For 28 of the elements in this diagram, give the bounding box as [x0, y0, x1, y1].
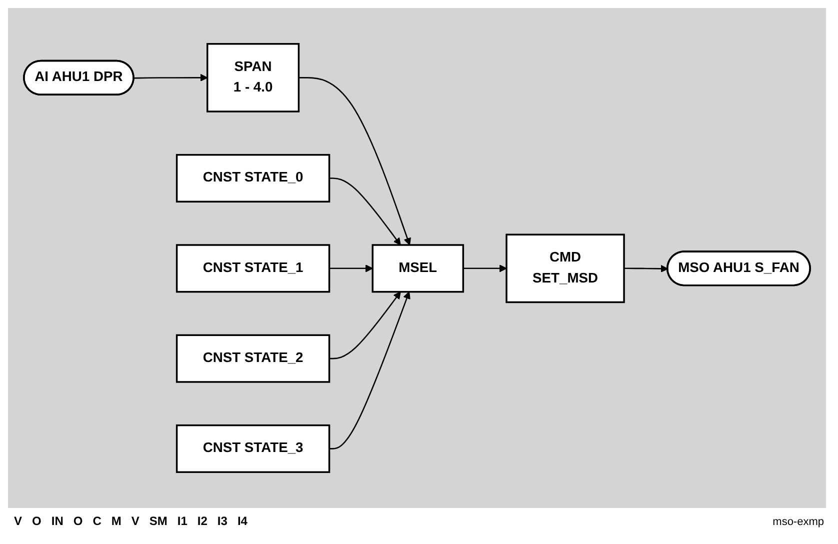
- port-label: M: [111, 514, 122, 528]
- arrow: [329, 291, 410, 450]
- port-label: V: [131, 514, 140, 528]
- port-label: I1: [177, 514, 188, 528]
- node-box: MSEL: [372, 244, 464, 293]
- port-label: C: [92, 514, 102, 528]
- node-box: CNST STATE_2: [176, 334, 330, 383]
- arrow: [134, 74, 208, 82]
- port-label: V: [14, 514, 22, 528]
- node-box: CNST STATE_0: [176, 154, 330, 203]
- arrow: [463, 264, 507, 272]
- port-label: O: [73, 514, 83, 528]
- port-label: IN: [51, 514, 64, 528]
- arrow: [298, 77, 411, 246]
- port-label: I3: [217, 514, 228, 528]
- node-box: CMD SET_MSD: [506, 234, 625, 304]
- caption: mso-exmp: [772, 516, 824, 528]
- arrow: [329, 264, 373, 272]
- port-label: SM: [149, 514, 168, 528]
- port-label: O: [32, 514, 42, 528]
- port-label: I2: [197, 514, 208, 528]
- arrow: [329, 178, 401, 246]
- arrow: [329, 291, 401, 360]
- arrow: [624, 264, 668, 273]
- port-label: I4: [237, 514, 248, 528]
- node-box: SPAN 1 - 4.0: [206, 43, 300, 112]
- node-box: CNST STATE_1: [176, 244, 330, 293]
- node-box: CNST STATE_3: [176, 424, 330, 473]
